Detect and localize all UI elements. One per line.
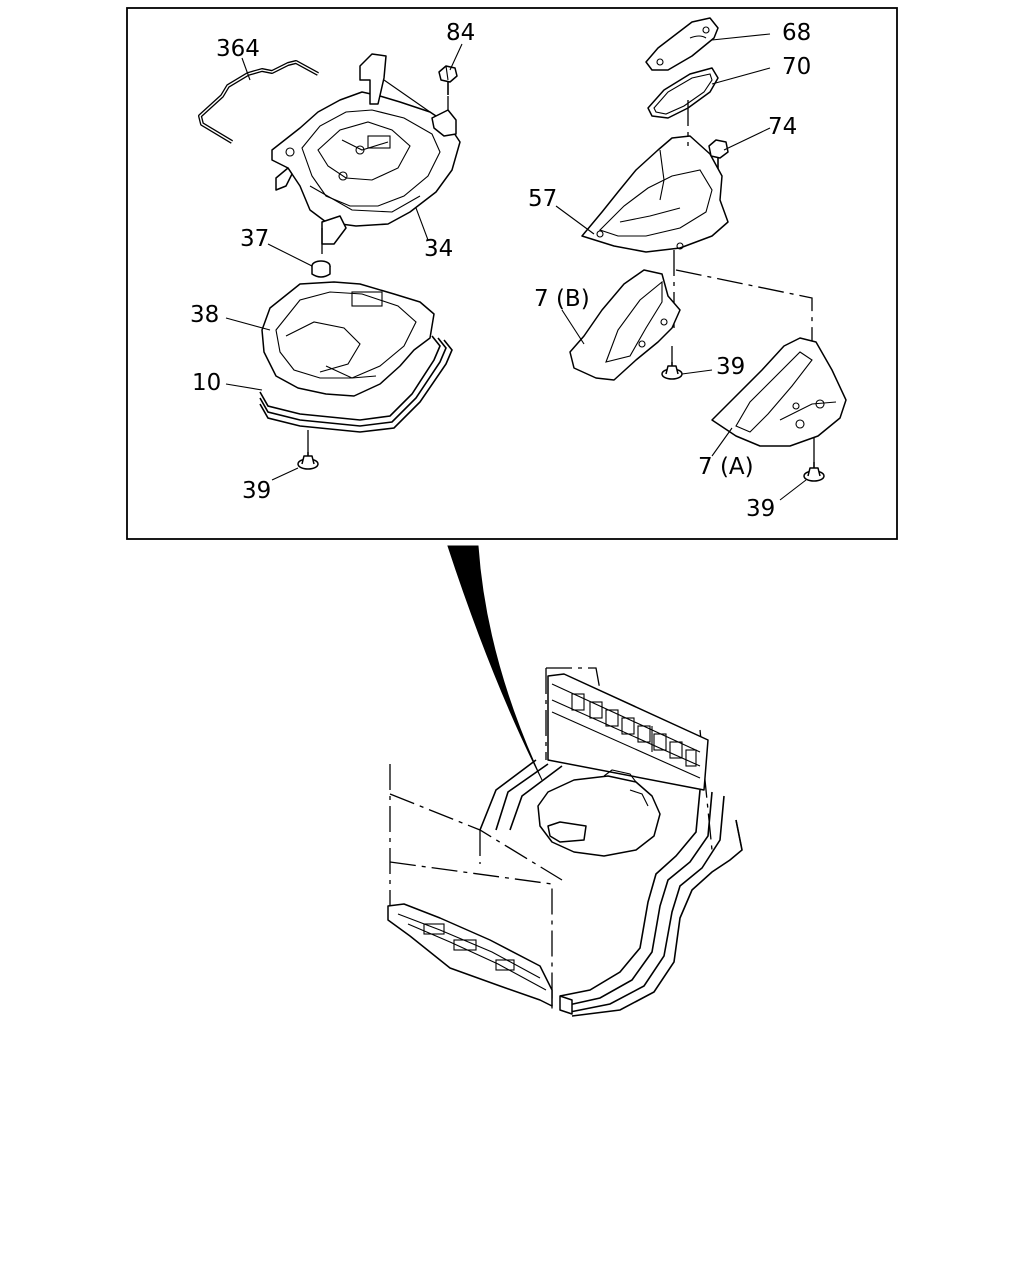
callout-37: 37 [240,226,269,252]
cover-68 [645,17,719,71]
alignment-line-right [675,269,813,360]
clip-39-left [297,452,319,470]
bolt-84 [438,65,458,128]
callout-68: 68 [782,20,811,46]
bracket-34 [271,53,461,258]
clip-39-right [803,438,825,482]
callout-57: 57 [528,186,557,212]
callout-39-left: 39 [242,478,271,504]
callout-7b: 7 (B) [534,286,590,312]
seal-70 [647,67,719,119]
callout-7a: 7 (A) [698,454,754,480]
clip-39-mid [661,346,683,380]
callout-38: 38 [190,302,219,328]
callout-10: 10 [192,370,221,396]
detail-frame [126,7,898,540]
vehicle-floor-view [387,667,743,1017]
panel-7b [569,269,681,381]
callout-74: 74 [768,114,797,140]
callout-34: 34 [424,236,453,262]
callout-84: 84 [446,20,475,46]
callout-39-right: 39 [746,496,775,522]
detail-pointer [447,545,543,781]
panel-7a [711,337,847,447]
callout-364: 364 [216,36,260,62]
insulator-38 [261,281,435,397]
mat-10 [259,335,453,452]
cover-57 [581,135,729,253]
callout-70: 70 [782,54,811,80]
mount-37 [311,260,331,278]
callout-leaders [225,33,807,501]
callout-39-mid: 39 [716,354,745,380]
